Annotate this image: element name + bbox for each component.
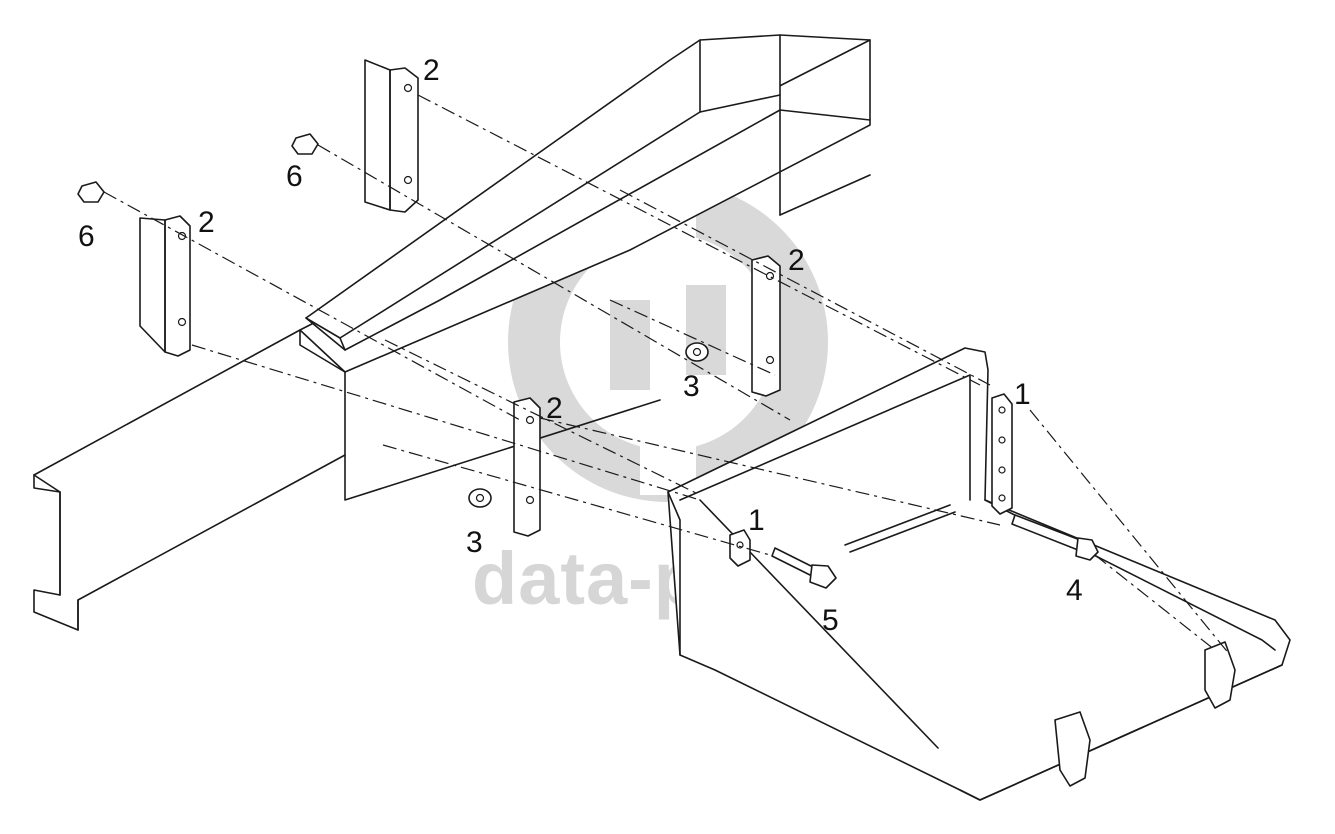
callout-3-left: 3 bbox=[466, 526, 483, 559]
bracket-plate-1 bbox=[364, 59, 419, 213]
callout-1-left: 1 bbox=[748, 504, 765, 537]
center-lines bbox=[103, 94, 1231, 656]
bracket-plate-2 bbox=[139, 215, 191, 357]
callout-6-top: 6 bbox=[286, 160, 303, 193]
callouts: 2 2 2 2 6 6 3 3 1 1 4 5 bbox=[78, 54, 1083, 637]
bolt-4 bbox=[1011, 514, 1099, 561]
callout-2-left: 2 bbox=[198, 206, 215, 239]
callout-4: 4 bbox=[1066, 574, 1083, 607]
bracket-plate-4 bbox=[513, 397, 541, 537]
callout-6-left: 6 bbox=[78, 220, 95, 253]
bracket-plate-3 bbox=[751, 255, 781, 397]
callout-1-right: 1 bbox=[1014, 378, 1031, 411]
clip-6a bbox=[291, 133, 319, 155]
callout-2-top: 2 bbox=[423, 54, 440, 87]
latch-right bbox=[1204, 641, 1236, 709]
cross-member bbox=[305, 34, 871, 351]
callout-5: 5 bbox=[822, 604, 839, 637]
latch-left bbox=[1054, 711, 1091, 787]
nut-3b bbox=[468, 488, 492, 508]
frame-rail bbox=[33, 39, 871, 631]
clip-6b bbox=[77, 181, 105, 203]
callout-2-middle: 2 bbox=[546, 392, 563, 425]
nut-3a bbox=[685, 342, 709, 362]
bolt-5 bbox=[771, 547, 837, 589]
callout-2-right: 2 bbox=[788, 244, 805, 277]
callout-3-right: 3 bbox=[683, 370, 700, 403]
support-strip-1 bbox=[991, 393, 1013, 515]
